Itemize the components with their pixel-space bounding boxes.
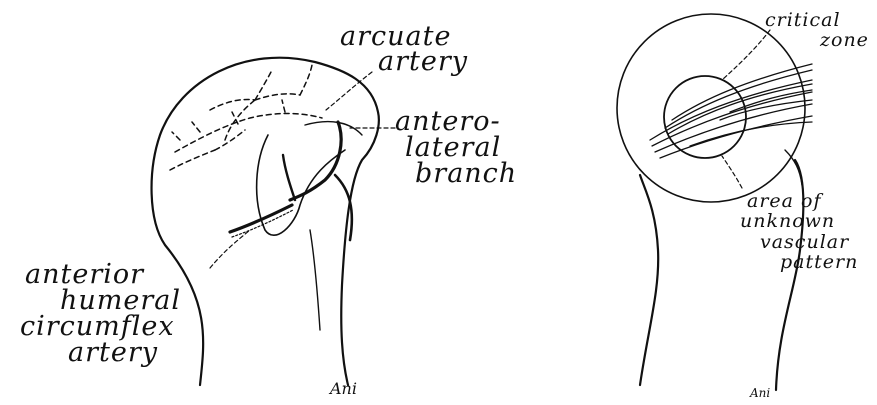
right-humerus-figure: critical zone area of unknown vascular p… [617, 9, 869, 400]
left-humeral-head-outline [152, 58, 379, 385]
left-signature: Ani [328, 379, 357, 398]
label-unknown-line2: unknown [740, 210, 835, 232]
label-critical-line1: critical [765, 9, 841, 31]
left-humerus-figure: arcuate artery antero- lateral branch an… [20, 21, 517, 398]
left-groove-line [310, 230, 320, 330]
critical-zone-leader-line [722, 30, 770, 80]
label-critical-line2: zone [819, 29, 869, 51]
label-anterolateral-line3: branch [415, 158, 517, 189]
left-tuberosity-contour [257, 135, 345, 235]
anterolateral-branch-artery [290, 122, 341, 200]
label-circumflex-line4: artery [68, 337, 158, 368]
label-arcuate-line2: artery [378, 46, 468, 77]
label-unknown-line4: pattern [780, 251, 858, 273]
label-unknown-line1: area of [747, 190, 823, 212]
arcuate-artery-branches [170, 65, 322, 170]
unknown-area-leader-line [722, 156, 742, 188]
area-unknown-vascular-circle [617, 14, 805, 202]
right-signature: Ani [749, 386, 770, 400]
supraspinatus-tendon-fibres [650, 64, 812, 158]
arcuate-leader-line [326, 72, 372, 110]
anterior-humeral-circumflex-vessel [230, 205, 292, 232]
right-humerus-outline [640, 175, 658, 385]
artery-upper-branch [283, 155, 295, 200]
label-unknown-line3: vascular [760, 231, 850, 253]
circumflex-leader-line [210, 230, 250, 268]
